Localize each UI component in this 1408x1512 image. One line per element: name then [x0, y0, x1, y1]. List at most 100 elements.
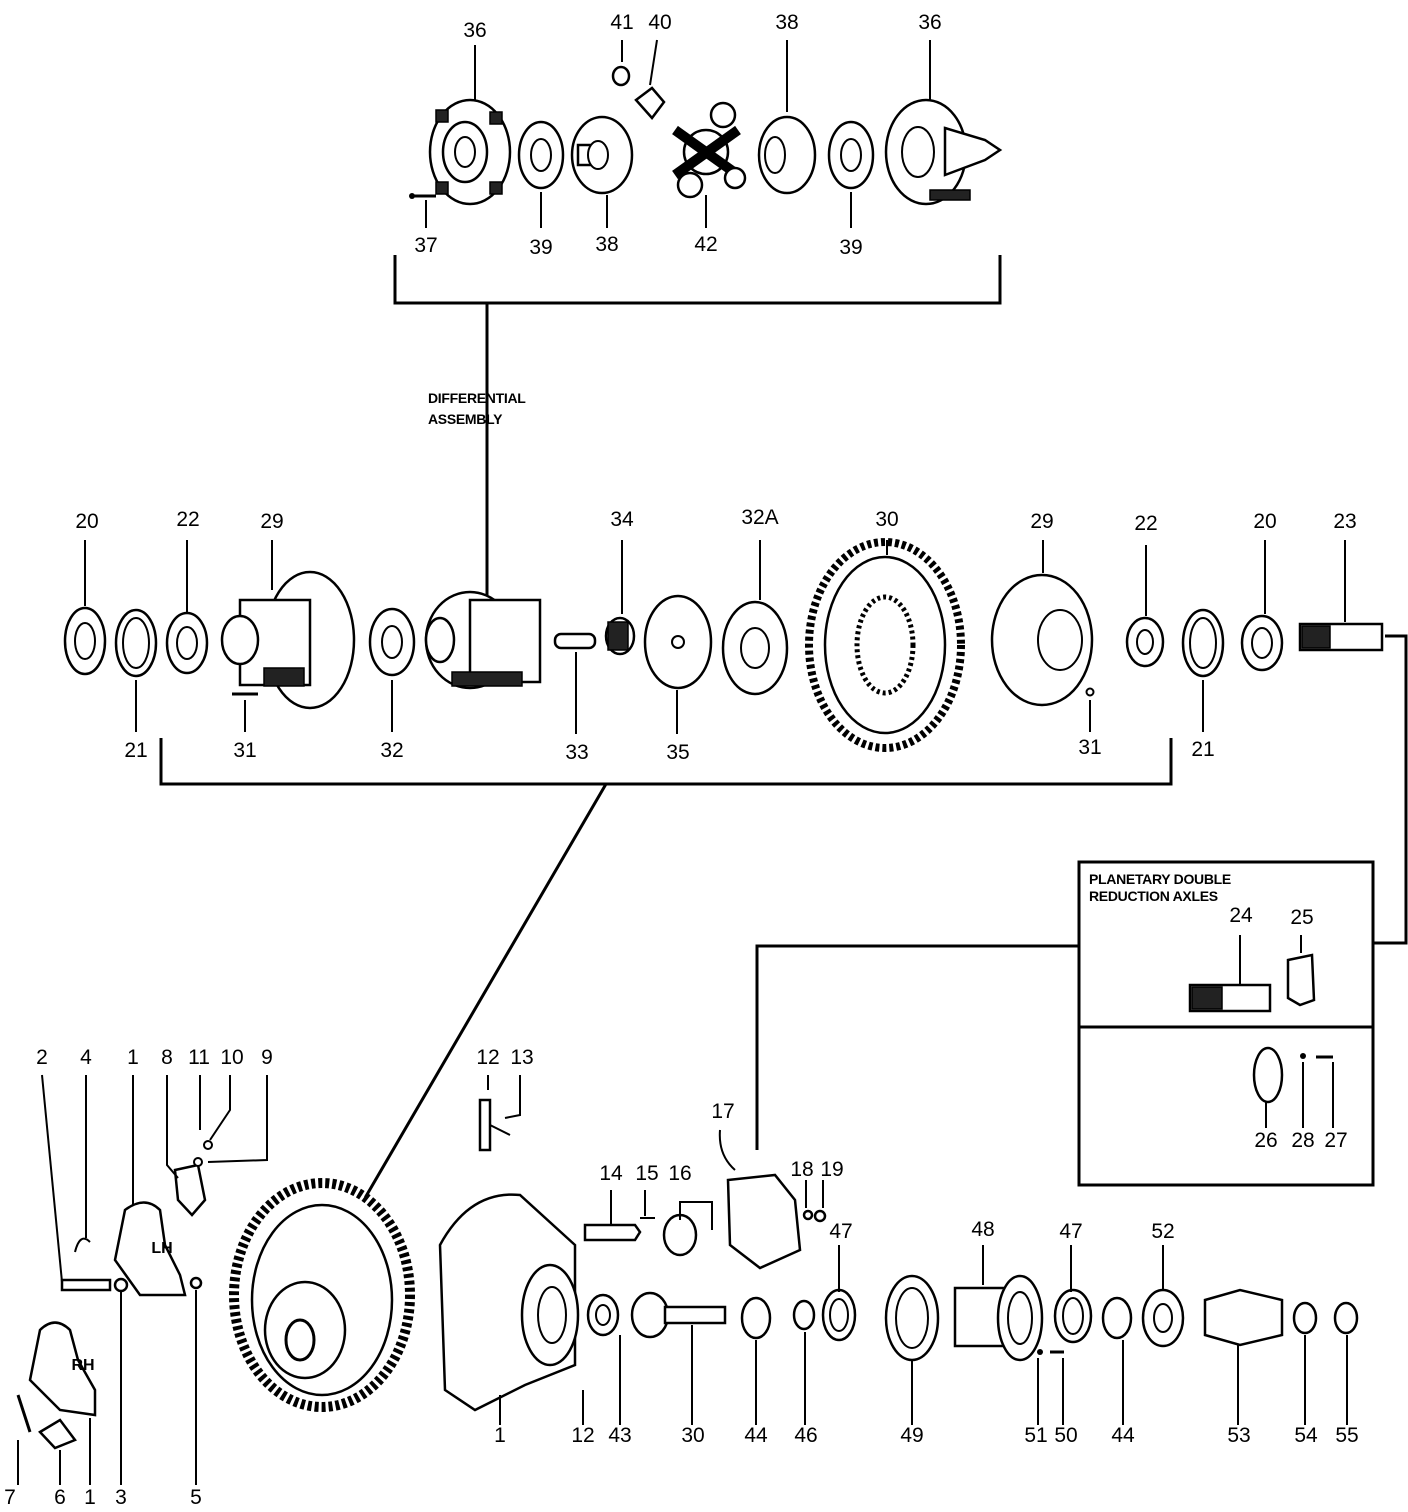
- callout-number: 53: [1227, 1424, 1251, 1447]
- lock-plate-icon: [1286, 953, 1316, 1007]
- callout-number: 1: [127, 1046, 139, 1069]
- differential-bracket: [393, 255, 1002, 595]
- planetary-note-line2: REDUCTION AXLES: [1089, 888, 1218, 904]
- callout-number: 47: [829, 1220, 853, 1243]
- cotter-pin-icon: [74, 1237, 91, 1253]
- callout-number: 15: [635, 1162, 659, 1185]
- yoke-icon: [1203, 1288, 1284, 1347]
- pilot-bearing-icon: [586, 1293, 620, 1337]
- pinion-shaft-icon: [1298, 622, 1384, 652]
- shift-fork-icon: [583, 1213, 698, 1257]
- callout-number: 38: [775, 11, 799, 34]
- callout-number: 21: [1191, 738, 1215, 761]
- callout-number: 26: [1254, 1129, 1278, 1152]
- callout-number: 39: [529, 236, 553, 259]
- bearing-cap-lh-icon: [113, 1201, 187, 1297]
- callout-number: 1: [84, 1486, 96, 1509]
- lock-icon: [173, 1140, 213, 1217]
- callout-number: 17: [711, 1100, 735, 1123]
- carrier-housing-icon: [438, 1098, 580, 1412]
- case-half-right-icon: [990, 573, 1095, 707]
- callout-number: 28: [1291, 1129, 1315, 1152]
- callout-number: 44: [1111, 1424, 1135, 1447]
- thrust-washer-right-icon: [827, 120, 875, 190]
- callout-number: 34: [610, 508, 634, 531]
- nut-55-icon: [1333, 1301, 1359, 1335]
- callout-number: 30: [875, 508, 899, 531]
- adjusting-nut-right-icon: [1125, 616, 1165, 668]
- gasket-icon: [884, 1274, 940, 1362]
- washer-54-icon: [1292, 1301, 1318, 1335]
- callout-number: 8: [161, 1046, 173, 1069]
- callout-number: 11: [188, 1046, 210, 1069]
- side-gear-icon: [570, 115, 634, 195]
- shift-unit-icon: [726, 1173, 827, 1270]
- callout-number: 6: [54, 1486, 66, 1509]
- differential-assembly-icon: [424, 590, 542, 690]
- carrier-bracket: [159, 738, 1173, 1211]
- thrust-washer-icon: [517, 120, 565, 190]
- bearing-cage-icon: [953, 1274, 1064, 1362]
- side-label-lh: LH: [151, 1240, 173, 1257]
- callout-number: 5: [190, 1486, 202, 1509]
- callout-number: 12: [571, 1424, 595, 1447]
- callout-number: 7: [4, 1486, 16, 1509]
- bearing-cup-right-icon: [1240, 614, 1284, 672]
- callout-number: 20: [75, 510, 99, 533]
- drive-pinion-icon: [630, 1291, 727, 1339]
- callout-number: 30: [681, 1424, 705, 1447]
- callout-number: 29: [260, 510, 284, 533]
- callout-number: 2: [36, 1046, 48, 1069]
- callout-number: 46: [794, 1424, 818, 1447]
- planetary-shaft-icon: [1188, 983, 1272, 1013]
- bearing-cup-47-icon: [821, 1288, 857, 1342]
- callout-number: 37: [414, 234, 438, 257]
- callout-number: 20: [1253, 510, 1277, 533]
- callout-number: 49: [900, 1424, 924, 1447]
- callout-number: 52: [1151, 1220, 1175, 1243]
- spacer-icon: [792, 1299, 816, 1331]
- ring-gear-bottom-icon: [229, 1178, 415, 1412]
- callout-number: 39: [839, 236, 863, 259]
- callout-number: 43: [608, 1424, 632, 1447]
- callout-number: 32A: [741, 506, 779, 529]
- spider-icon: [672, 101, 747, 199]
- callout-number: 47: [1059, 1220, 1083, 1243]
- thrust-washer-mid-icon: [368, 607, 416, 677]
- adjusting-nut-left-icon: [165, 611, 209, 675]
- pinion-washer-icon: [611, 65, 666, 120]
- bearing-cone-right-icon: [1181, 608, 1225, 678]
- diff-case-left-icon: [428, 98, 512, 206]
- pinion-gear-icon: [604, 616, 636, 656]
- callout-number: 38: [595, 233, 619, 256]
- callout-number: 9: [261, 1046, 273, 1069]
- callout-number: 14: [599, 1162, 623, 1185]
- callout-number: 13: [510, 1046, 534, 1069]
- case-half-left-icon: [220, 570, 356, 710]
- bearing-cup-outer-icon: [1053, 1288, 1093, 1344]
- callout-number: 41: [610, 11, 634, 34]
- callout-number: 36: [918, 11, 942, 34]
- side-gear-right-icon: [757, 115, 817, 195]
- callout-number: 23: [1333, 510, 1357, 533]
- bearing-cup-left-icon: [63, 606, 107, 676]
- callout-number: 29: [1030, 510, 1054, 533]
- callout-number: 12: [476, 1046, 500, 1069]
- callout-number: 35: [666, 741, 690, 764]
- bearing-cone-outer-icon: [1101, 1296, 1133, 1340]
- leader-lines: [17, 39, 1348, 1485]
- callout-number: 4: [80, 1046, 92, 1069]
- callout-number: 31: [233, 739, 257, 762]
- callout-number: 21: [124, 739, 148, 762]
- callout-number: 3: [115, 1486, 127, 1509]
- oil-seal-icon: [1141, 1288, 1185, 1348]
- cover-bolt-icon: [1300, 1053, 1333, 1059]
- callout-number: 54: [1294, 1424, 1318, 1447]
- callout-number: 40: [648, 11, 672, 34]
- callout-number: 36: [463, 19, 487, 42]
- callout-number: 16: [668, 1162, 692, 1185]
- side-label-rh: RH: [71, 1357, 95, 1374]
- callout-number: 22: [1134, 512, 1158, 535]
- callout-number: 1: [494, 1424, 506, 1447]
